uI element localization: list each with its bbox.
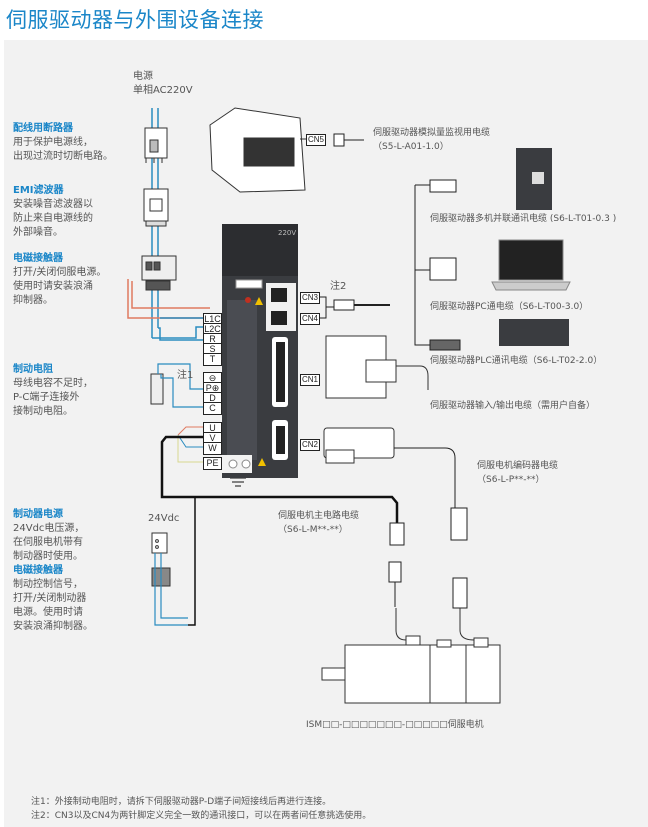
note-breaker-heading: 配线用断路器 xyxy=(13,123,73,134)
servo-motor-icon xyxy=(321,608,501,704)
cable-multi-parallel-name: 伺服驱动器多机并联通讯电缆 (S6-L-T01-0.3 ) xyxy=(430,214,617,224)
note-brake-contactor-line: 打开/关闭制动器 xyxy=(13,593,87,604)
servo-drive-small-icon xyxy=(516,148,552,210)
note-brake-power-line: 制动器时使用。 xyxy=(13,551,83,562)
note-brake-contactor-line: 电源。使用时请 xyxy=(13,607,83,618)
servo-drive-icon xyxy=(222,224,298,478)
note-resistor-line: P-C端子连接外 xyxy=(13,392,80,403)
cable-encoder-model: （S6-L-P**-**） xyxy=(477,475,545,485)
note-breaker-line: 出现过流时切断电路。 xyxy=(13,151,113,162)
note2-marker: 注2 xyxy=(330,281,347,292)
note-emi-line: 防止来自电源线的 xyxy=(13,213,93,224)
note-brake-power-line: 在伺服电机带有 xyxy=(13,537,83,548)
plc-plug-icon xyxy=(429,339,461,351)
power-spec: 单相AC220V xyxy=(133,85,193,96)
note1-marker: 注1 xyxy=(177,370,194,381)
laptop-icon xyxy=(491,239,571,291)
io-connector-icon xyxy=(325,335,429,399)
motor-label: ISM□□-□□□□□□□-□□□□□伺服电机 xyxy=(306,720,484,730)
db9-plug-icon xyxy=(429,257,457,281)
connector-cn4: CN4 xyxy=(300,313,321,325)
cable-io-name: 伺服驱动器输入/输出电缆（需用户自备） xyxy=(430,401,596,411)
drive-top-view-icon xyxy=(209,107,322,193)
note-resistor-heading: 制动电阻 xyxy=(13,364,53,375)
terminal-w: W xyxy=(203,442,222,455)
connector-cn2: CN2 xyxy=(300,439,321,451)
note-emi-line: 安装噪音滤波器以 xyxy=(13,199,93,210)
cable-main-circuit-name: 伺服电机主电路电缆 xyxy=(278,511,360,521)
note-contactor-heading: 电磁接触器 xyxy=(13,253,63,264)
cable-encoder-name: 伺服电机编码器电缆 xyxy=(477,461,559,471)
footnote-2: 注2：CN3以及CN4为两针脚定义完全一致的通讯接口，可以在两者间任意挑选使用。 xyxy=(31,811,372,821)
connector-cn5: CN5 xyxy=(306,134,327,146)
note-emi-line: 外部噪音。 xyxy=(13,227,63,238)
note-breaker-line: 用于保护电源线， xyxy=(13,137,93,148)
connector-cn3: CN3 xyxy=(300,292,321,304)
footnote-1: 注1：外接制动电阻时，请拆下伺服驱动器P-D端子间短接线后再进行连接。 xyxy=(31,797,332,807)
cable-plc-name: 伺服驱动器PLC通讯电缆（S6-L-T02-2.0） xyxy=(430,356,603,366)
terminal-c: C xyxy=(203,402,222,415)
note-brake-power-heading: 制动器电源 xyxy=(13,509,63,520)
note-emi-heading: EMI滤波器 xyxy=(13,185,64,196)
power-wires xyxy=(127,108,210,341)
plc-icon xyxy=(499,319,569,346)
cable-pc-name: 伺服驱动器PC通电缆（S6-L-T00-3.0） xyxy=(430,302,589,312)
terminal-pe: PE xyxy=(203,457,222,470)
encoder-connector-icon xyxy=(323,427,456,510)
cable-main-circuit-model: （S6-L-M**-**） xyxy=(278,525,348,535)
drive-voltage-label: 220V xyxy=(278,229,297,237)
note-contactor-line: 抑制器。 xyxy=(13,295,53,306)
emi-filter-icon xyxy=(143,188,169,227)
power-label: 电源 xyxy=(133,71,153,82)
contactor-icon xyxy=(141,255,177,291)
cable-analog-monitor-model: （S5-L-A01-1.0） xyxy=(373,142,449,152)
note-resistor-line: 母线电容不足时， xyxy=(13,378,93,389)
note-brake-contactor-line: 制动控制信号， xyxy=(13,579,83,590)
power-plug-icon xyxy=(388,522,405,607)
note-resistor-line: 接制动电阻。 xyxy=(13,406,73,417)
page-title: 伺服驱动器与外围设备连接 xyxy=(6,8,264,32)
connector-cn1: CN1 xyxy=(300,374,321,386)
circuit-breaker-icon xyxy=(144,127,168,163)
rj45-plug-icon xyxy=(429,179,457,193)
cable-analog-monitor-name: 伺服驱动器模拟量监视用电缆 xyxy=(373,128,491,138)
note-contactor-line: 打开/关闭伺服电源。 xyxy=(13,267,107,278)
note-brake-contactor-line: 安装浪涌抑制器。 xyxy=(13,621,93,632)
note-contactor-line: 使用时请安装浪涌 xyxy=(13,281,93,292)
note-brake-contactor-heading: 电磁接触器 xyxy=(13,565,63,576)
dc-voltage-label: 24Vdc xyxy=(148,513,180,524)
braking-resistor-icon xyxy=(150,373,164,405)
note-brake-power-line: 24Vdc电压源， xyxy=(13,523,85,534)
encoder-plug-icon xyxy=(450,507,468,609)
terminal-t: T xyxy=(203,353,222,366)
